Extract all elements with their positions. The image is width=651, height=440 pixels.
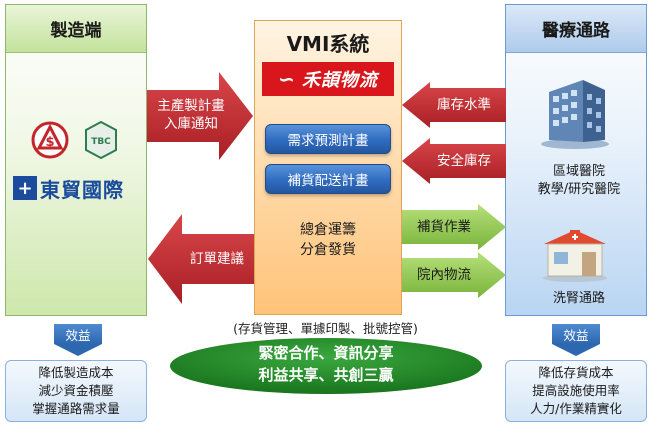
tbc-logo-icon: TBC	[85, 120, 117, 160]
vmi-note: (存貨管理、單據印製、批號控管)	[233, 321, 418, 336]
vmi-logo-text: 禾頡物流	[301, 70, 378, 91]
slogan-ellipse	[170, 338, 482, 394]
right-benefit-line: 降低存貨成本	[538, 365, 614, 380]
tbc-logo-text: TBC	[91, 137, 111, 147]
safety-stock-arrow-icon	[402, 138, 506, 184]
left-benefit-line: 掌握通路需求量	[32, 401, 120, 416]
left-benefit-line: 減少資金積壓	[38, 383, 114, 398]
in-hospital-logistics-label: 院內物流	[417, 267, 471, 283]
right-benefit-line: 人力/作業精實化	[530, 401, 622, 416]
company-name: 東貿國際	[40, 178, 124, 202]
arrow-to-vmi-icon	[147, 72, 253, 160]
left-benefit-arrow-icon	[54, 344, 102, 356]
hospital-label-line: 區域醫院	[552, 164, 605, 179]
slogan-line: 緊密合作、資訊分享	[258, 344, 394, 362]
vmi-text-line: 總倉運籌	[300, 222, 356, 238]
right-benefit-line: 提高設施使用率	[532, 383, 620, 398]
arrow-to-vmi-text: 主產製計畫 入庫通知	[150, 92, 232, 138]
replenishment-delivery-plan-button[interactable]: 補貨配送計畫	[265, 164, 391, 194]
arrow-to-mfg-icon	[148, 214, 254, 304]
pharmacy-label: 洗腎通路	[552, 291, 605, 306]
right-benefit-box: 降低存貨成本 提高設施使用率 人力/作業精實化	[505, 360, 647, 422]
replenishment-arrow-icon	[402, 204, 506, 250]
in-hospital-logistics-arrow-icon	[402, 252, 506, 298]
hospital-label: 區域醫院 教學/研究醫院	[514, 163, 644, 199]
pharmacy-icon	[543, 230, 607, 282]
arrow-to-vmi-line: 入庫通知	[164, 116, 218, 132]
demand-forecast-plan-button[interactable]: 需求預測計畫	[265, 124, 391, 154]
slogan-line: 利益共享、共創三贏	[258, 366, 394, 384]
inventory-level-arrow-icon	[402, 82, 506, 128]
manufacturer-title: 製造端	[6, 5, 146, 53]
vmi-logo: ∽ 禾頡物流	[262, 62, 394, 96]
left-benefit-box: 降低製造成本 減少資金積壓 掌握通路需求量	[5, 360, 147, 422]
company-mark-icon: +	[13, 176, 37, 200]
svg-text:$: $	[45, 135, 54, 150]
vmi-title: VMI系統	[286, 31, 370, 56]
hospital-label-line: 教學/研究醫院	[537, 182, 621, 197]
right-benefit-arrow-icon	[552, 344, 600, 356]
hospital-building-icon	[541, 80, 609, 149]
replenishment-label: 補貨作業	[417, 219, 471, 235]
slogan-text: 緊密合作、資訊分享 利益共享、共創三贏	[168, 342, 484, 386]
manufacturer-logo-icon: $	[31, 121, 69, 159]
left-benefit-line: 降低製造成本	[38, 365, 114, 380]
vmi-text: 總倉運籌 分倉發貨	[254, 220, 402, 260]
medical-title: 醫療通路	[506, 5, 646, 53]
vmi-text-line: 分倉發貨	[300, 242, 356, 258]
arrow-to-vmi-line: 主產製計畫	[157, 98, 225, 114]
manufacturer-panel	[5, 4, 147, 316]
left-benefit-tab: 效益	[54, 324, 102, 344]
inventory-level-label: 庫存水準	[437, 97, 491, 113]
right-benefit-tab: 效益	[552, 324, 600, 344]
arrow-to-mfg-text: 訂單建議	[190, 251, 244, 267]
safety-stock-label: 安全庫存	[437, 153, 491, 169]
vmi-logo-icon: ∽	[278, 67, 296, 91]
